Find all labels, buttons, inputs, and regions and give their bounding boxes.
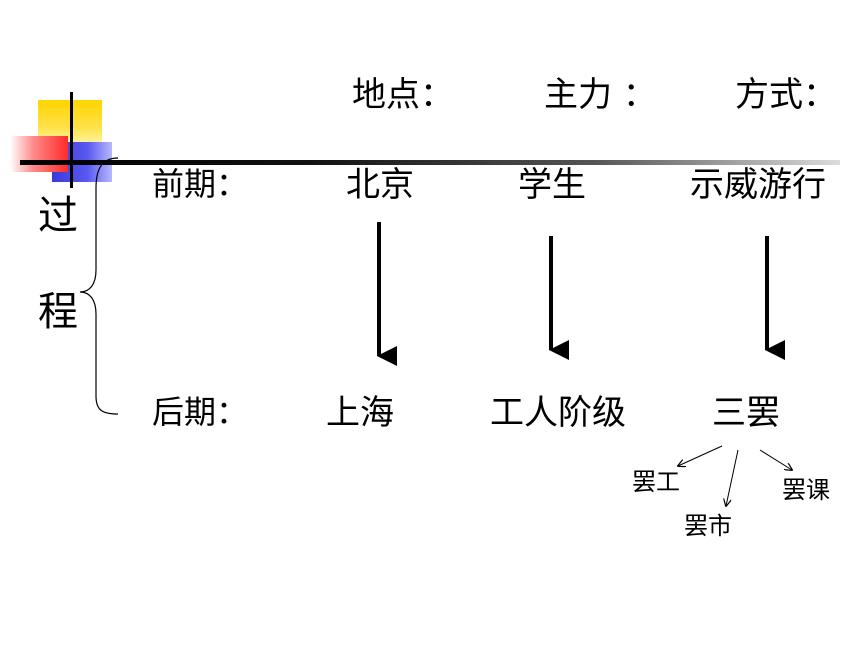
header-force: 主力 ：	[544, 75, 657, 115]
title-rule-line	[20, 160, 840, 165]
branch-strike-class: 罢课	[782, 476, 830, 504]
late-method: 三罢	[712, 393, 780, 433]
early-force: 学生	[518, 165, 586, 205]
header-method: 方式：	[735, 75, 837, 115]
early-location: 北京	[346, 165, 414, 205]
late-force: 工人阶级	[490, 393, 626, 433]
branch-strike-market: 罢市	[684, 512, 732, 540]
decor-red-square	[10, 136, 68, 172]
late-label: 后期：	[152, 393, 249, 431]
stage-bracket	[79, 157, 119, 415]
side-char-2: 程	[38, 289, 78, 335]
branch-arrow-market	[726, 449, 739, 506]
decor-vertical-line	[70, 92, 73, 188]
late-location: 上海	[326, 393, 394, 433]
side-char-1: 过	[38, 193, 78, 239]
header-location: 地点：	[352, 75, 454, 115]
branch-strike-worker: 罢工	[632, 468, 680, 496]
early-label: 前期：	[152, 165, 249, 203]
branch-arrow-worker	[678, 445, 723, 466]
early-method: 示威游行	[690, 165, 826, 205]
branch-arrow-class	[759, 449, 792, 470]
